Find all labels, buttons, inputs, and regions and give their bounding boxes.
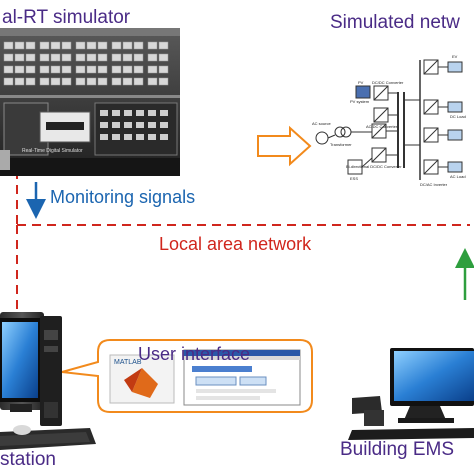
pv-system-label: PV system [350, 99, 370, 104]
station-label: station [0, 449, 56, 470]
workstation-image [0, 312, 96, 450]
dc-load-label: DC Load [450, 114, 466, 119]
matlab-box-image: MATLAB [109, 354, 175, 404]
building-ems-label: Building EMS [340, 439, 455, 460]
user-interface-label: User interface [138, 344, 251, 364]
ac-load-label: AC Load [450, 174, 466, 179]
dcac-inverter-label: DC/AC Inverter [420, 182, 448, 187]
rack-caption: Real-Time Digital Simulator [22, 148, 83, 154]
lan-dashed-line [16, 170, 470, 330]
building-ems-computer-image [348, 348, 474, 440]
dcdc-converter-label: DC/DC Converter [372, 80, 404, 85]
local-area-network-label: Local area network [159, 234, 312, 254]
acdc-converter-label: AC/DC Converter [366, 124, 398, 129]
transformer-label: Transformer [330, 142, 352, 147]
ess-label: ESS [350, 176, 358, 181]
matlab-logo-text: MATLAB [114, 359, 142, 366]
orange-block-arrow [257, 125, 312, 167]
pv-label: PV [358, 80, 364, 85]
simulated-network-schematic [315, 59, 463, 180]
simulator-title: al-RT simulator [2, 7, 131, 28]
network-title: Simulated netw [330, 12, 460, 33]
monitoring-signals-label: Monitoring signals [50, 187, 196, 207]
network-schematic-labels: PV PV system DC/DC Converter AC/DC Conve… [312, 54, 466, 187]
ac-source-label: AC source [312, 121, 331, 126]
rtds-rack-image: Real-Time Digital Simulator [0, 28, 180, 176]
software-window-image [183, 349, 301, 406]
bidirectional-label: Bi-directional DC/DC Converter [346, 164, 402, 169]
ev-label: EV [452, 54, 458, 59]
